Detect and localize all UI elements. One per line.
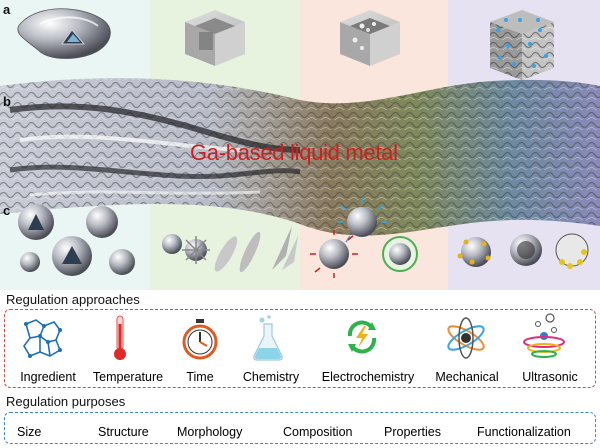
porous-cube: [490, 10, 554, 80]
approach-time: Time: [186, 370, 214, 384]
approaches-box: [4, 309, 596, 388]
approach-temperature: Temperature: [92, 370, 164, 384]
purpose-properties: Properties: [384, 425, 441, 439]
purpose-size: Size: [17, 425, 42, 439]
liquid-metal-ribbon: [0, 78, 600, 236]
flask-icon: [253, 315, 283, 361]
approaches-title: Regulation approaches: [6, 292, 140, 307]
ultrasonic-bubbles-icon: [523, 313, 565, 358]
center-title: Ga-based liquid metal: [190, 140, 398, 165]
purposes-box: [4, 412, 596, 444]
panel-label-a: a: [3, 2, 11, 17]
particle-morphologies: [162, 226, 298, 273]
molecule-network-icon: [23, 319, 62, 358]
cube-solid: [185, 10, 245, 66]
liquid-metal-droplet: [17, 8, 111, 59]
approach-electrochemistry: Electrochemistry: [321, 370, 415, 384]
stopwatch-icon: [182, 319, 218, 360]
thermometer-icon: [114, 315, 126, 360]
panel-label-b: b: [3, 94, 11, 109]
atom-icon: [447, 317, 485, 359]
cube-with-particles: [340, 10, 400, 66]
purpose-composition: Composition: [283, 425, 353, 439]
panel-label-c: c: [3, 203, 11, 218]
purpose-structure: Structure: [98, 425, 149, 439]
functionalized-spheres: [310, 198, 418, 278]
core-shell-particles: [457, 233, 589, 269]
purposes-title: Regulation purposes: [6, 394, 126, 409]
illustration-panel: [0, 0, 600, 290]
purpose-morphology: Morphology: [177, 425, 243, 439]
approach-ultrasonic: Ultrasonic: [522, 370, 578, 384]
purpose-functionalization: Functionalization: [477, 425, 571, 439]
lightning-cycle-icon: [347, 320, 377, 354]
approach-mechanical: Mechanical: [435, 370, 499, 384]
spheres-with-cores: [18, 204, 135, 276]
approach-chemistry: Chemistry: [242, 370, 300, 384]
approach-ingredient: Ingredient: [20, 370, 76, 384]
